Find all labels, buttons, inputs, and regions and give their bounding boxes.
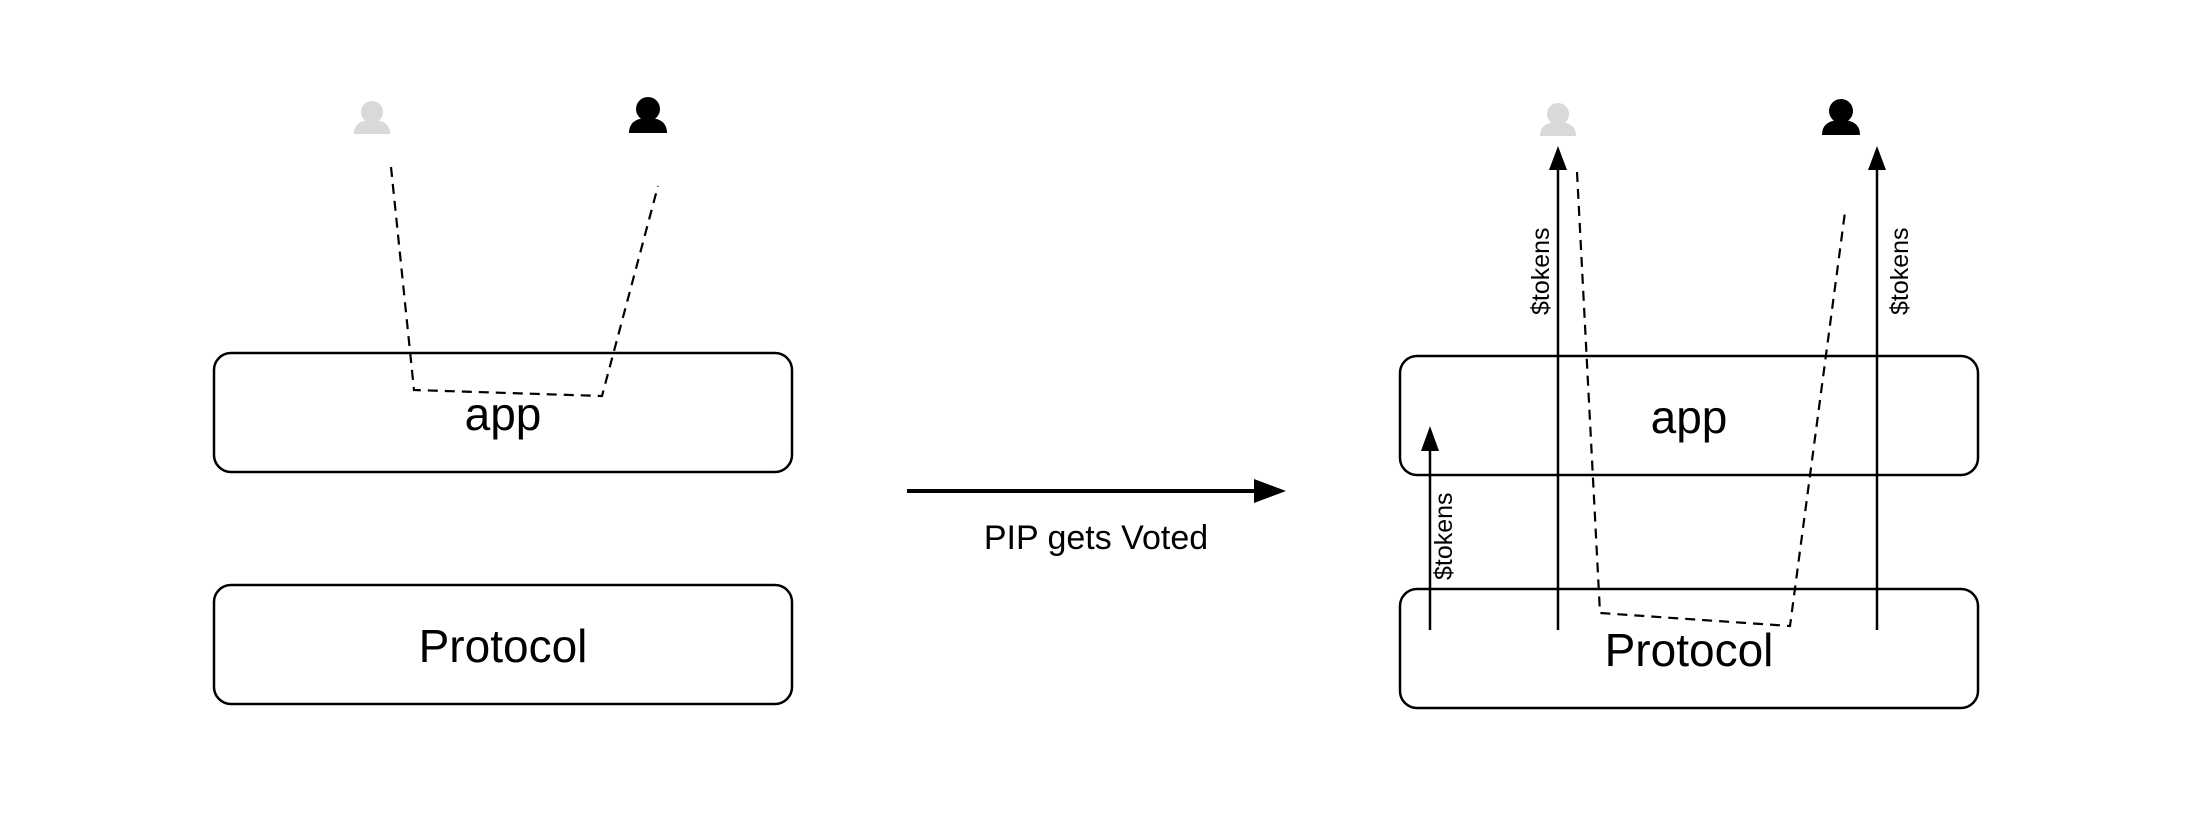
app-label: app bbox=[1651, 391, 1728, 443]
app-label: app bbox=[465, 388, 542, 440]
user-icon bbox=[1822, 99, 1860, 135]
user-connection-dashed-line bbox=[1575, 171, 1847, 628]
user-icon bbox=[1540, 103, 1576, 136]
token-label: $tokens bbox=[1430, 492, 1458, 580]
app-box bbox=[212, 351, 794, 474]
protocol-label: Protocol bbox=[419, 620, 588, 672]
protocol-box bbox=[1398, 587, 1980, 710]
transition-arrowhead bbox=[1254, 479, 1286, 503]
token-label: $tokens bbox=[1886, 227, 1914, 315]
token-arrowhead bbox=[1549, 146, 1567, 170]
token-arrowhead bbox=[1868, 146, 1886, 170]
token-label: $tokens bbox=[1527, 227, 1555, 315]
protocol-label: Protocol bbox=[1605, 624, 1774, 676]
app-box bbox=[1398, 354, 1980, 477]
transition: PIP gets Voted bbox=[907, 479, 1286, 557]
protocol-box bbox=[212, 583, 794, 706]
user-connection-dashed-line bbox=[389, 166, 660, 398]
token-arrowhead bbox=[1421, 426, 1439, 451]
transition-label: PIP gets Voted bbox=[984, 519, 1208, 557]
before-panel: app Protocol bbox=[212, 97, 794, 706]
after-panel: app Protocol $tokens $tokens $tokens bbox=[1398, 99, 1980, 710]
user-icon bbox=[354, 101, 390, 134]
user-icon bbox=[629, 97, 667, 133]
